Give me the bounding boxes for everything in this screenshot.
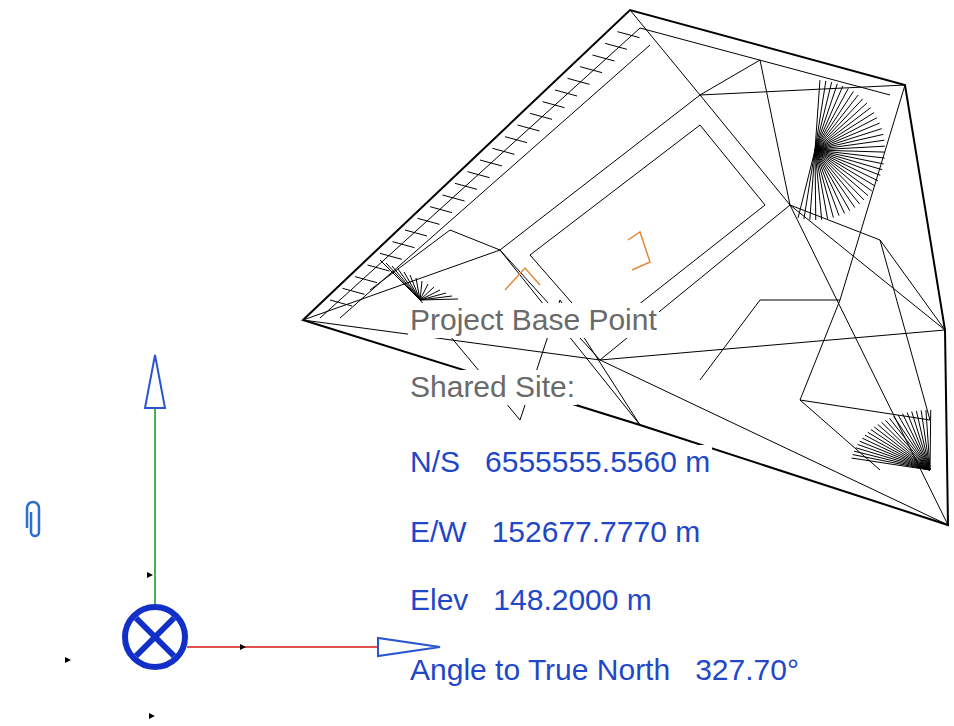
north-axis — [154, 405, 156, 605]
mesh-line — [815, 113, 874, 150]
site-name: Shared Site: — [408, 370, 577, 405]
edge-hatch — [330, 32, 640, 306]
mesh-line — [355, 277, 377, 283]
mesh-line — [343, 288, 365, 294]
mesh-line — [815, 140, 884, 150]
building-outline — [505, 232, 650, 290]
mesh-line — [468, 172, 490, 178]
mesh-line — [443, 195, 465, 201]
mesh-line — [605, 43, 627, 49]
mesh-line — [916, 411, 930, 470]
mesh-line — [898, 415, 930, 470]
toposurface-mesh — [303, 10, 948, 525]
mesh-line — [815, 150, 828, 219]
mesh-line — [543, 102, 565, 108]
mesh-line — [580, 67, 602, 73]
mesh-line — [480, 160, 502, 166]
mesh-line — [398, 269, 420, 300]
mesh-line — [420, 299, 458, 300]
mesh-line — [404, 272, 420, 300]
mesh-line — [912, 412, 930, 470]
mesh-line — [815, 123, 880, 150]
mesh-line — [568, 78, 590, 84]
mesh-line — [493, 148, 515, 154]
mesh-line — [410, 275, 420, 300]
mesh-line — [393, 242, 415, 248]
mesh-line — [405, 230, 427, 236]
mesh-line — [804, 150, 815, 219]
mesh-line — [815, 150, 860, 204]
base-point-symbol — [125, 607, 185, 667]
pin-markers — [65, 572, 246, 719]
coordinate-value: E/W 152677.7770 m — [408, 515, 702, 550]
mesh-line — [416, 278, 420, 300]
mesh-line — [330, 300, 352, 306]
mesh-line — [455, 183, 477, 189]
mesh-line — [518, 125, 540, 131]
mesh-line — [871, 430, 930, 470]
mesh-line — [368, 265, 390, 271]
angle-value: Angle to True North 327.70° — [408, 653, 801, 688]
mesh-line — [593, 55, 615, 61]
contour-fan — [380, 80, 931, 470]
mesh-line — [815, 146, 885, 150]
mesh-line — [418, 218, 440, 224]
mesh-line — [926, 410, 930, 470]
base-point-title: Project Base Point — [408, 303, 659, 338]
mesh-line — [618, 32, 640, 38]
mesh-line — [930, 410, 932, 470]
east-axis — [187, 646, 380, 648]
mesh-line — [555, 90, 577, 96]
mesh-line — [430, 207, 452, 213]
coordinate-value: N/S 6555555.5560 m — [408, 445, 712, 480]
mesh-line — [505, 137, 527, 143]
mesh-line — [815, 150, 817, 220]
elevation-value: Elev 148.2000 m — [408, 583, 654, 618]
mesh-line — [921, 410, 930, 470]
mesh-line — [530, 113, 552, 119]
clip-icon — [27, 502, 39, 536]
mesh-line — [798, 150, 815, 218]
mesh-line — [380, 260, 420, 300]
mesh-line — [862, 438, 930, 470]
mesh-line — [392, 266, 420, 300]
north-arrowhead — [145, 355, 165, 408]
mesh-line — [815, 150, 822, 220]
mesh-line — [380, 253, 402, 259]
mesh-line — [386, 263, 420, 300]
mesh-line — [815, 150, 855, 208]
